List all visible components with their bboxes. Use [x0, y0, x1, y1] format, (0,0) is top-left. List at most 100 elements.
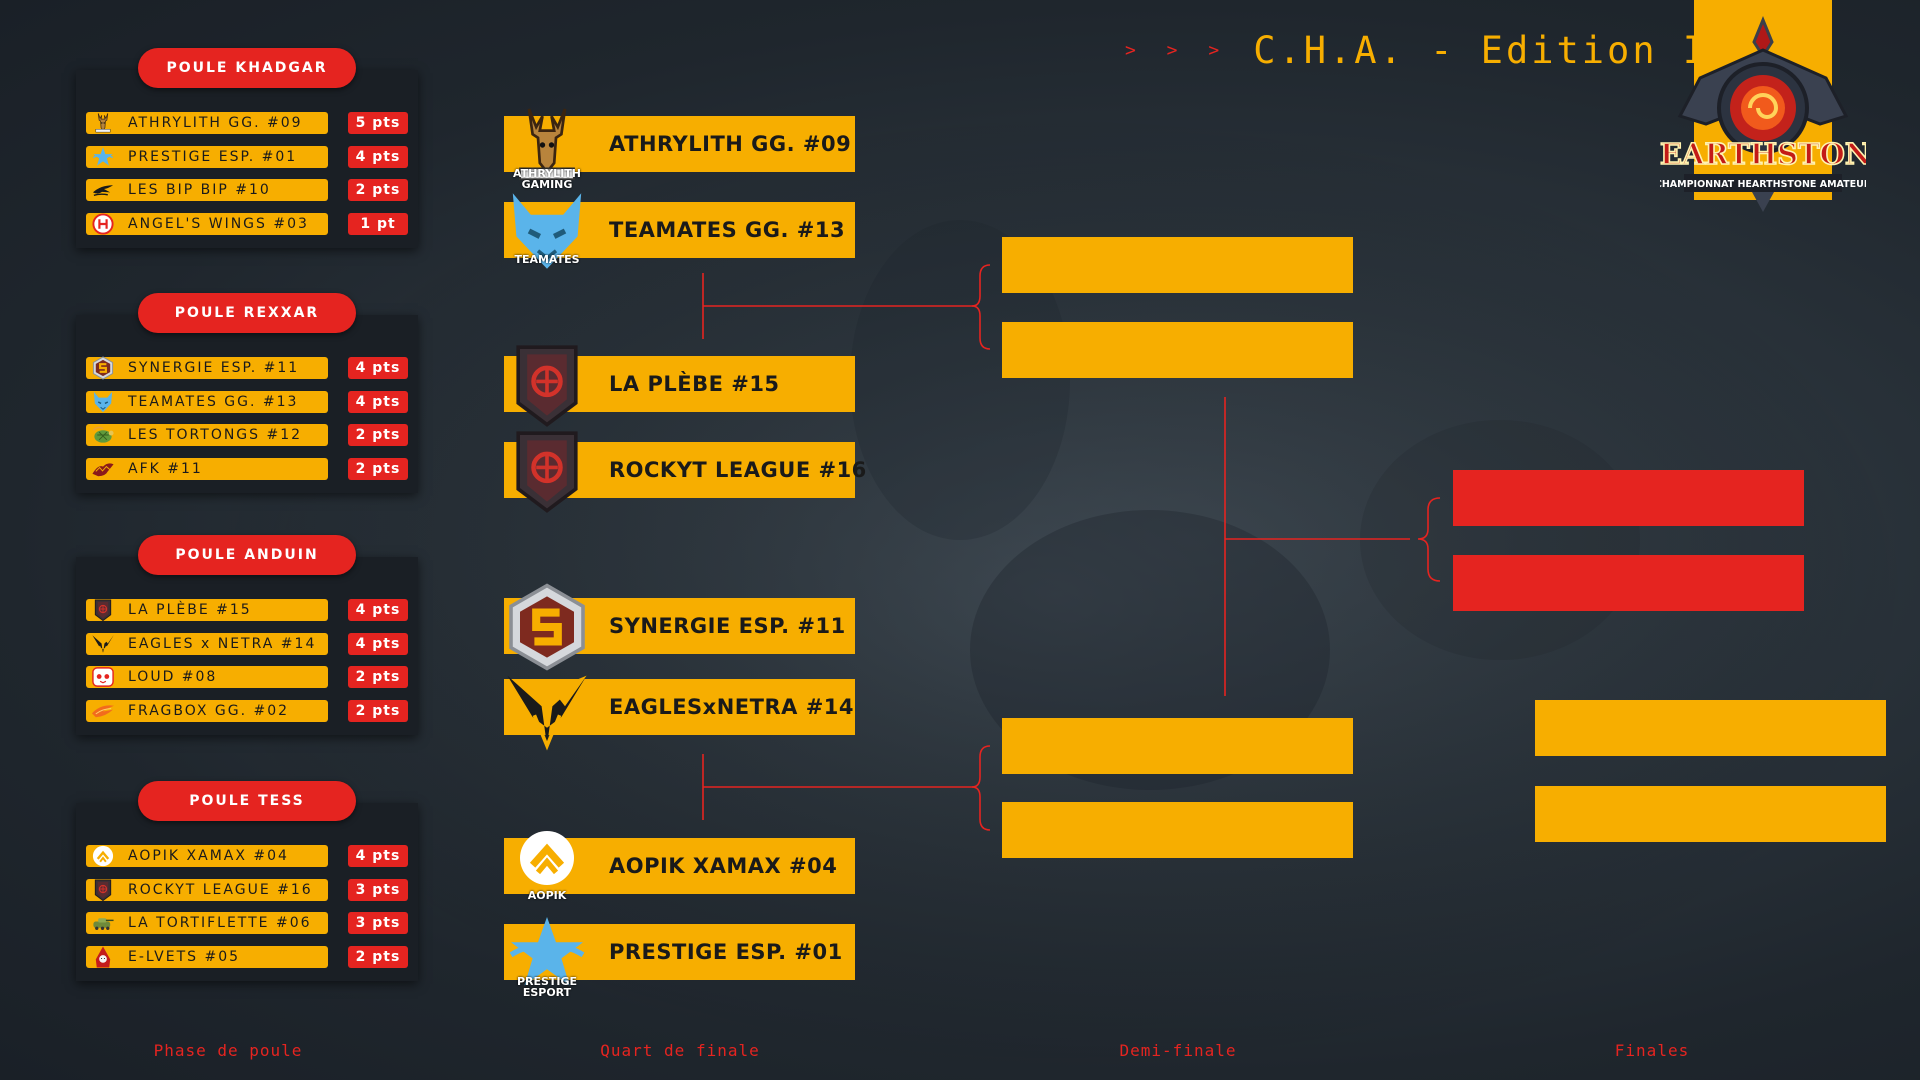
pool-team-name: PRESTIGE ESP. #01 [128, 148, 298, 165]
tortiflette-tank-icon [90, 911, 116, 935]
pool-team-bar: LA PLÈBE #15 [86, 598, 328, 622]
pool-team-points: 4 pts [348, 599, 408, 621]
third-place-slot [1535, 700, 1886, 756]
loud-panda-icon [90, 665, 116, 689]
pool-team-points: 2 pts [348, 457, 408, 480]
quarter-final-team: AOPIK AOPIK XAMAX #04 [504, 831, 855, 901]
eagles-netra-icon [502, 663, 592, 753]
fragbox-swoosh-icon [90, 699, 116, 723]
plebe-shield-icon [502, 340, 592, 430]
eagles-netra-icon [90, 632, 116, 656]
quarter-final-team-name: ATHRYLITH GG. #09 [609, 132, 852, 156]
pool-team-points: 2 pts [348, 179, 408, 201]
phase-label-pools: Phase de poule [153, 1041, 303, 1060]
pool-team-name: E-LVETS #05 [128, 948, 241, 965]
pool-team-bar: LES BIP BIP #10 [86, 179, 328, 201]
pool-team-bar: LES TORTONGS #12 [86, 424, 328, 446]
tortongs-turtle-icon [90, 423, 116, 447]
quarter-final-team-name: AOPIK XAMAX #04 [609, 854, 838, 878]
pool-team-name: EAGLES x NETRA #14 [128, 635, 317, 652]
hearthstone-logo: HEARTHSTONE CHAMPIONNAT HEARTHSTONE AMAT… [1660, 16, 1866, 212]
pool-team-row: LES BIP BIP #10 2 pts [86, 179, 408, 201]
pool-title: POULE KHADGAR [138, 48, 356, 88]
pool-team-row: ANGEL'S WINGS #03 1 pt [86, 212, 408, 235]
pool-team-name: LES TORTONGS #12 [128, 427, 303, 443]
pool-team-name: FRAGBOX GG. #02 [128, 702, 290, 719]
pool-team-bar: ROCKYT LEAGUE #16 [86, 878, 328, 901]
pool-team-name: AOPIK XAMAX #04 [128, 848, 289, 864]
team-logo-text: AOPIK [527, 889, 567, 902]
team-logo-text: PRESTIGE ESPORT [516, 975, 578, 999]
pool-team-name: ROCKYT LEAGUE #16 [128, 881, 313, 898]
team-logo-text: TEAMATES [514, 253, 580, 266]
aopik-chevron-icon: AOPIK [502, 822, 592, 912]
title-arrows: > > > [1125, 39, 1230, 61]
pool-team-bar: AOPIK XAMAX #04 [86, 845, 328, 867]
teamates-fox-icon: TEAMATES [502, 186, 592, 276]
pool-team-row: SYNERGIE ESP. #11 4 pts [86, 356, 408, 380]
pool-team-bar: EAGLES x NETRA #14 [86, 632, 328, 656]
pool-team-points: 4 pts [348, 357, 408, 379]
plebe-shield-icon [90, 598, 116, 622]
athrylith-deer-icon [90, 111, 116, 135]
pool-team-name: ANGEL'S WINGS #03 [128, 215, 309, 232]
teamates-fox-icon [90, 390, 116, 414]
phase-label-finals: Finales [1614, 1041, 1690, 1060]
pool-team-row: ATHRYLITH GG. #09 5 pts [86, 111, 408, 135]
pool-team-name: SYNERGIE ESP. #11 [128, 360, 300, 376]
pool-team-points: 2 pts [348, 666, 408, 688]
pool-team-points: 4 pts [348, 632, 408, 655]
pool-team-points: 3 pts [348, 912, 408, 934]
quarter-final-team: SYNERGIE ESP. #11 [504, 583, 855, 671]
logo-wordmark: HEARTHSTONE [1660, 137, 1866, 171]
prestige-star-icon: PRESTIGE ESPORT [502, 908, 592, 998]
pool-team-points: 2 pts [348, 424, 408, 446]
quarter-final-team-name: LA PLÈBE #15 [609, 372, 780, 396]
quarter-final-team: PRESTIGE ESPORT PRESTIGE ESP. #01 [504, 917, 855, 998]
pool-team-bar: SYNERGIE ESP. #11 [86, 356, 328, 380]
afk-dragon-icon [90, 457, 116, 481]
pool-team-name: ATHRYLITH GG. #09 [128, 115, 303, 131]
semi-final-slot [1002, 802, 1353, 858]
pool-team-points: 5 pts [348, 112, 408, 134]
pool-team-bar: AFK #11 [86, 457, 328, 481]
pool-team-row: AOPIK XAMAX #04 4 pts [86, 845, 408, 867]
logo-subtitle: CHAMPIONNAT HEARTHSTONE AMATEUR [1660, 179, 1866, 190]
pool-team-row: PRESTIGE ESP. #01 4 pts [86, 145, 408, 168]
quarter-final-team-name: TEAMATES GG. #13 [609, 218, 846, 242]
pool-team-points: 4 pts [348, 845, 408, 867]
pool-team-row: LOUD #08 2 pts [86, 666, 408, 688]
phase-label-quarter: Quart de finale [600, 1041, 760, 1060]
quarter-final-team-name: PRESTIGE ESP. #01 [609, 940, 843, 964]
page-title: > > > C.H.A. - Edition IV [1125, 22, 1733, 78]
pool-team-bar: PRESTIGE ESP. #01 [86, 145, 328, 168]
quarter-final-team: ROCKYT LEAGUE #16 [504, 431, 866, 513]
pool-team-points: 1 pt [348, 212, 408, 235]
pool-team-bar: FRAGBOX GG. #02 [86, 699, 328, 723]
pool-team-name: LES BIP BIP #10 [128, 182, 271, 198]
semi-final-slot [1002, 322, 1353, 378]
pool-team-row: LES TORTONGS #12 2 pts [86, 424, 408, 446]
quarter-final-team: TEAMATES TEAMATES GG. #13 [504, 193, 855, 269]
pool-team-name: AFK #11 [128, 460, 203, 477]
quarter-final-team: EAGLESxNETRA #14 [504, 675, 855, 751]
quarter-final-team-name: ROCKYT LEAGUE #16 [609, 458, 867, 482]
athrylith-deer-icon: ATHRYLITH GAMING [502, 100, 592, 190]
synergie-s-icon [502, 582, 592, 672]
pool-team-row: ROCKYT LEAGUE #16 3 pts [86, 878, 408, 901]
pool-title: POULE ANDUIN [138, 535, 356, 575]
title-text: C.H.A. - Edition IV [1253, 28, 1734, 72]
pool-team-points: 4 pts [348, 145, 408, 168]
pool-team-bar: E-LVETS #05 [86, 945, 328, 968]
pool-team-bar: LOUD #08 [86, 666, 328, 688]
pool-team-points: 3 pts [348, 878, 408, 901]
pool-team-name: LOUD #08 [128, 669, 218, 685]
aopik-chevron-icon [90, 844, 116, 868]
